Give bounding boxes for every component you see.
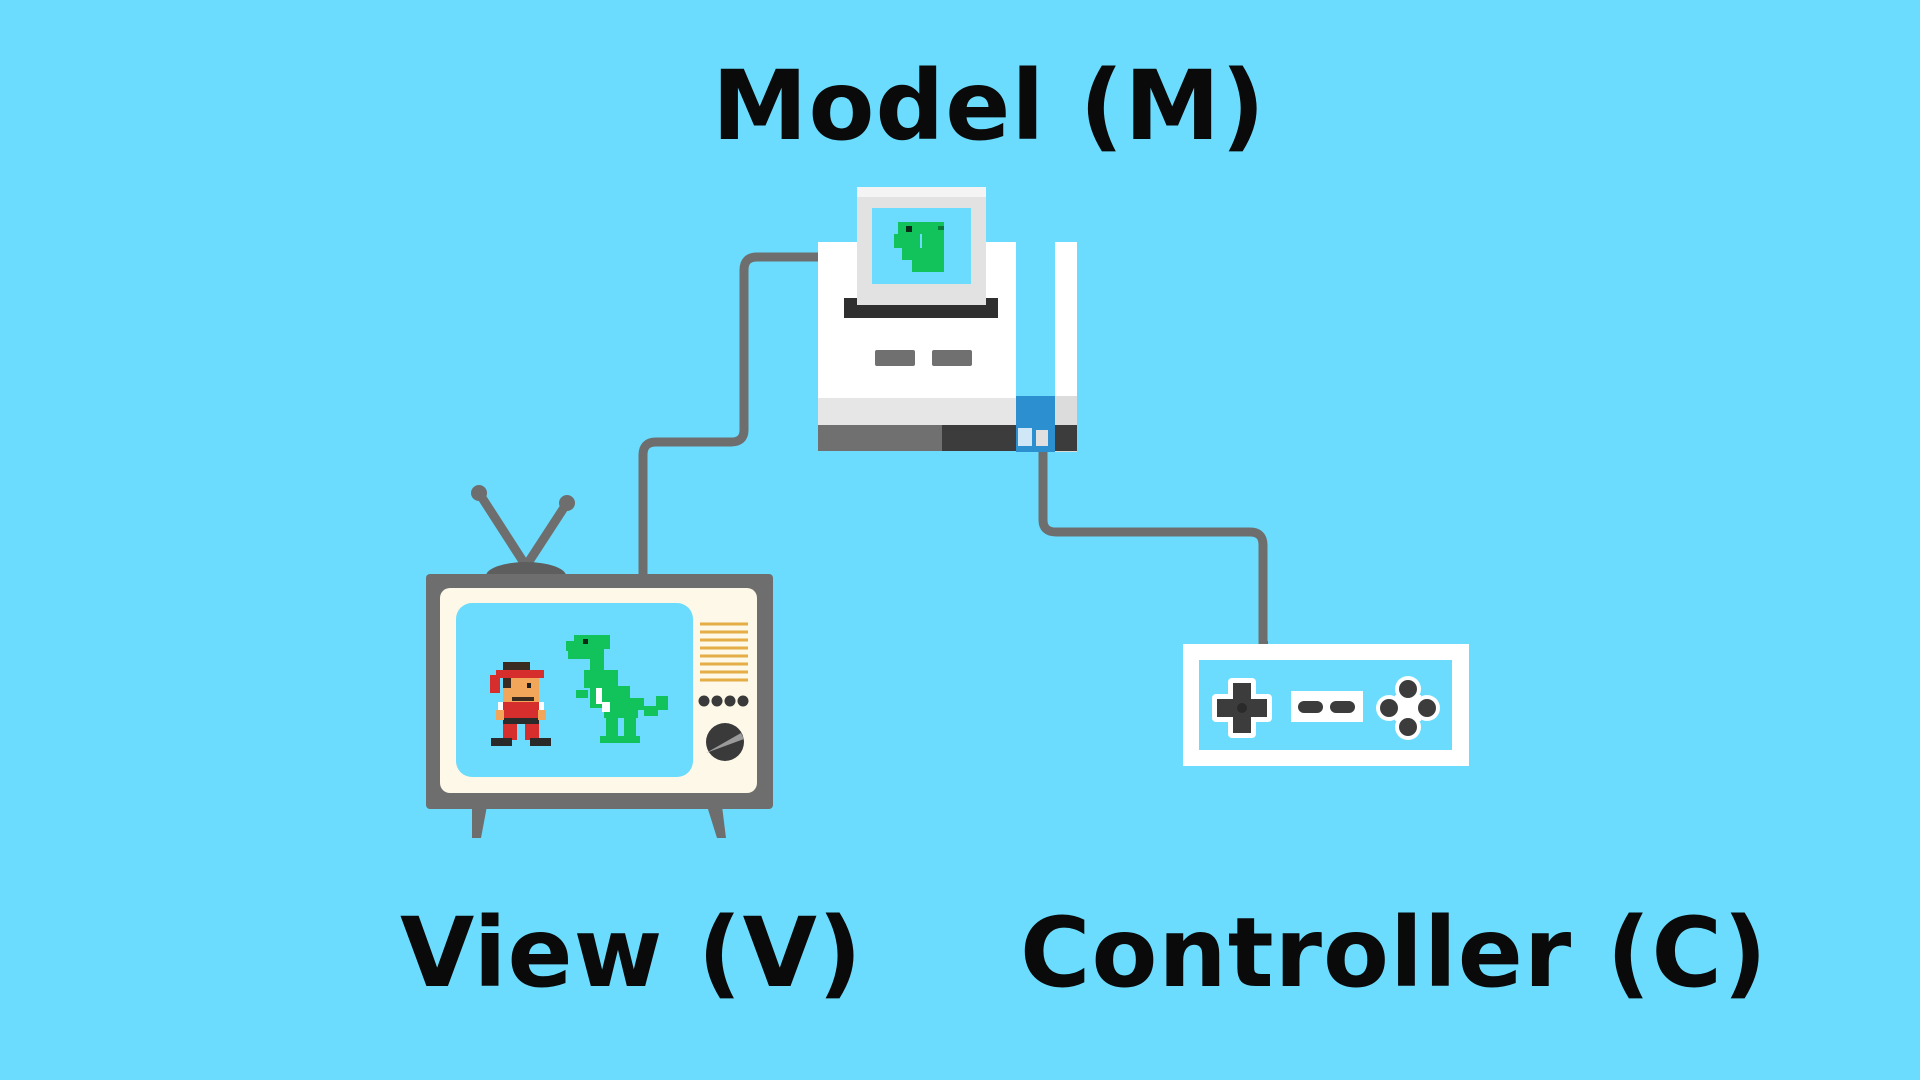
- retro-tv-icon: [426, 485, 773, 838]
- action-buttons-icon: [1376, 676, 1440, 740]
- gamepad-icon: [1183, 641, 1469, 766]
- dpad-icon: [1212, 678, 1272, 738]
- dino-head-icon: [894, 222, 944, 272]
- controller-label: Controller (C): [1020, 897, 1768, 1009]
- pixel-character-icon: [490, 662, 551, 746]
- dinosaur-icon: [566, 635, 668, 743]
- game-console-icon: [818, 187, 1077, 452]
- model-label: Model (M): [712, 50, 1266, 162]
- cable-model-to-controller: [1038, 432, 1268, 648]
- cable-model-to-view: [638, 252, 823, 581]
- view-label: View (V): [400, 897, 863, 1009]
